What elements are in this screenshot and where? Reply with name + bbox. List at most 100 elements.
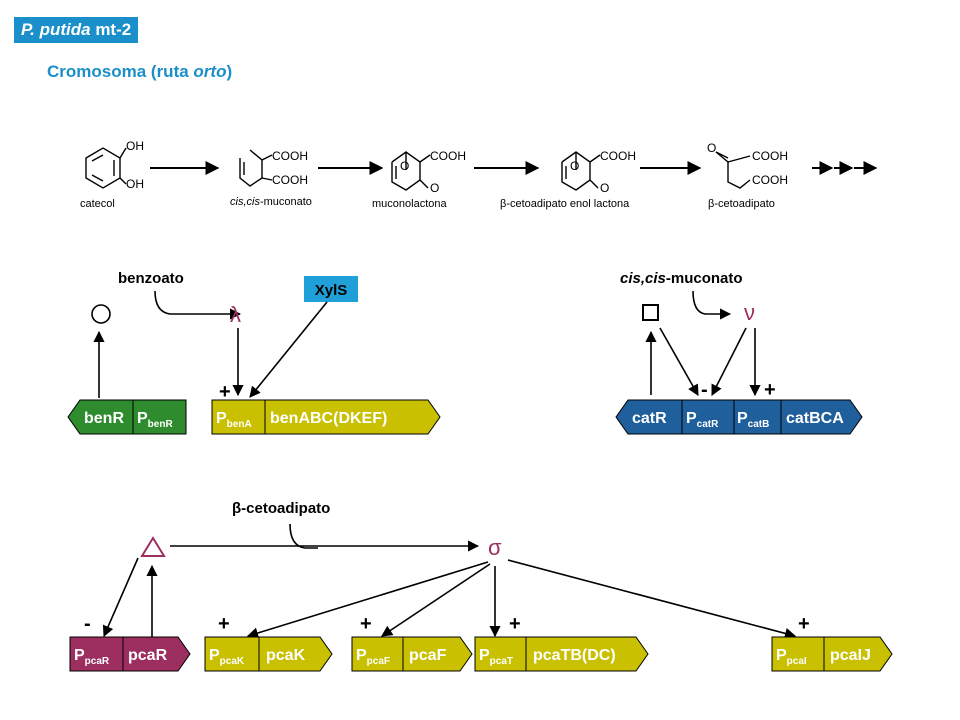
pcaR-protein-triangle bbox=[140, 536, 166, 557]
muconato-label-rest: -muconato bbox=[260, 196, 312, 208]
benR-promoter-p: P bbox=[137, 410, 148, 427]
catB-plus: + bbox=[764, 379, 776, 401]
muconate-label-italic: cis,cis bbox=[620, 270, 666, 287]
compound-muconolactona: O O COOH muconolactona bbox=[372, 149, 466, 210]
badge-strain: mt-2 bbox=[90, 20, 132, 39]
pcaF-plus: + bbox=[360, 613, 372, 635]
pathway-row: OH OH catecol COOH COOH cis,cis-muconato bbox=[80, 139, 878, 210]
PpcaF-p: P bbox=[356, 647, 367, 664]
benA-gene-label: benABC(DKEF) bbox=[270, 410, 387, 427]
muconato-cooh-bottom: COOH bbox=[272, 173, 308, 187]
catBCA-gene-label: catBCA bbox=[786, 410, 844, 427]
pcaR-minus: - bbox=[84, 613, 91, 635]
cetoadipato-o: O bbox=[707, 141, 716, 155]
cetoadipato-cooh-bottom: COOH bbox=[752, 173, 788, 187]
sigma-to-PpcaK-arrow bbox=[246, 561, 489, 639]
compound-enol-lactona: O O COOH β-cetoadipato enol lactona bbox=[500, 149, 636, 210]
benR-gene-block bbox=[67, 399, 187, 435]
badge-species: P. putida bbox=[21, 20, 91, 39]
subtitle-main: Cromosoma (ruta bbox=[47, 62, 194, 81]
triangle-to-PpcaR-arrow bbox=[102, 557, 139, 638]
page-subtitle: Cromosoma (ruta orto) bbox=[47, 62, 232, 82]
catecol-oh-bottom: OH bbox=[126, 177, 144, 191]
pcaF-gene-block bbox=[351, 636, 473, 672]
square-to-PcatR-arrow bbox=[659, 327, 699, 396]
benA-promoter-p: P bbox=[216, 410, 227, 427]
PpcaT-sub: pcaT bbox=[490, 656, 513, 667]
sigma-to-PpcaF-arrow bbox=[381, 563, 491, 637]
muconolactona-label: muconolactona bbox=[372, 198, 447, 210]
PpcaI-p: P bbox=[776, 647, 787, 664]
muconato-label-italic: cis,cis bbox=[230, 196, 260, 208]
catR-minus: - bbox=[701, 379, 708, 401]
compound-catecol: OH OH catecol bbox=[80, 139, 144, 210]
pca-regulon: β-cetoadipato σ - + + + + PpcaR pcaR bbox=[69, 500, 893, 672]
xyls-to-PbenA-arrow bbox=[249, 301, 328, 398]
benR-promoter-sub: benR bbox=[148, 419, 174, 430]
pcaI-gene-label: pcaIJ bbox=[830, 647, 871, 664]
benA-plus: + bbox=[219, 381, 231, 403]
muconolactona-o1: O bbox=[400, 159, 409, 173]
catR-gene-label: catR bbox=[632, 410, 667, 427]
compound-cis-cis-muconato: COOH COOH cis,cis-muconato bbox=[230, 149, 312, 208]
PpcaT-label: PpcaT bbox=[479, 647, 513, 667]
benR-promoter-label: PbenR bbox=[137, 410, 173, 430]
xyls-label: XylS bbox=[315, 282, 348, 299]
ben-regulon: benzoato λ XylS + benR PbenR PbenA benAB… bbox=[67, 270, 441, 435]
nu-to-PcatR-arrow bbox=[711, 327, 747, 396]
cat-regulon: cis,cis-muconato ν - + catR PcatR PcatB … bbox=[615, 270, 863, 435]
enol-lactona-label: β-cetoadipato enol lactona bbox=[500, 198, 630, 210]
PcatB-label: PcatB bbox=[737, 410, 769, 430]
muconato-label: cis,cis-muconato bbox=[230, 196, 312, 208]
benzoate-activation-arrow bbox=[154, 290, 242, 320]
PpcaR-label: PpcaR bbox=[74, 647, 110, 667]
muconate-label-rest: -muconato bbox=[666, 270, 743, 287]
subtitle-italic: orto bbox=[193, 62, 227, 81]
sigma-symbol: σ bbox=[488, 535, 502, 560]
PpcaI-label: PpcaI bbox=[776, 647, 807, 667]
PcatR-sub: catR bbox=[697, 419, 719, 430]
pcaK-gene-label: pcaK bbox=[266, 647, 306, 664]
benR-protein-circle bbox=[91, 304, 111, 324]
compound-beta-cetoadipato: O COOH COOH β-cetoadipato bbox=[707, 141, 788, 210]
pcaR-gene-block bbox=[69, 636, 191, 672]
PpcaR-p: P bbox=[74, 647, 85, 664]
pcaF-gene-label: pcaF bbox=[409, 647, 447, 664]
pcaI-plus: + bbox=[798, 613, 810, 635]
catR-protein-square bbox=[642, 304, 659, 321]
muconate-activation-arrow bbox=[692, 290, 732, 320]
lambda-symbol: λ bbox=[230, 302, 241, 327]
pcaT-gene-block bbox=[474, 636, 649, 672]
pcaK-plus: + bbox=[218, 613, 230, 635]
PcatR-label: PcatR bbox=[686, 410, 719, 430]
ketoadipate-curve bbox=[289, 523, 318, 549]
pcaI-gene-block bbox=[771, 636, 893, 672]
benA-promoter-label: PbenA bbox=[216, 410, 252, 430]
PcatB-sub: catB bbox=[748, 419, 770, 430]
PcatR-p: P bbox=[686, 410, 697, 427]
benA-gene-block bbox=[211, 399, 441, 435]
PpcaR-sub: pcaR bbox=[85, 656, 110, 667]
PpcaK-p: P bbox=[209, 647, 220, 664]
pcaK-gene-block bbox=[204, 636, 333, 672]
catecol-oh-top: OH bbox=[126, 139, 144, 153]
muconate-label: cis,cis-muconato bbox=[620, 270, 743, 287]
benR-gene-label: benR bbox=[84, 410, 124, 427]
pcaR-gene-label: pcaR bbox=[128, 647, 168, 664]
cetoadipato-cooh-top: COOH bbox=[752, 149, 788, 163]
pcaT-plus: + bbox=[509, 613, 521, 635]
benzoate-label: benzoato bbox=[118, 270, 184, 287]
pcaT-gene-label: pcaTB(DC) bbox=[533, 647, 616, 664]
benA-promoter-sub: benA bbox=[227, 419, 252, 430]
muconato-cooh-top: COOH bbox=[272, 149, 308, 163]
PpcaK-label: PpcaK bbox=[209, 647, 245, 667]
enol-lactona-cooh: COOH bbox=[600, 149, 636, 163]
subtitle-end: ) bbox=[226, 62, 233, 81]
PpcaF-label: PpcaF bbox=[356, 647, 390, 667]
PpcaK-sub: pcaK bbox=[220, 656, 245, 667]
PpcaF-sub: pcaF bbox=[367, 656, 390, 667]
muconolactona-cooh: COOH bbox=[430, 149, 466, 163]
catecol-label: catecol bbox=[80, 198, 115, 210]
